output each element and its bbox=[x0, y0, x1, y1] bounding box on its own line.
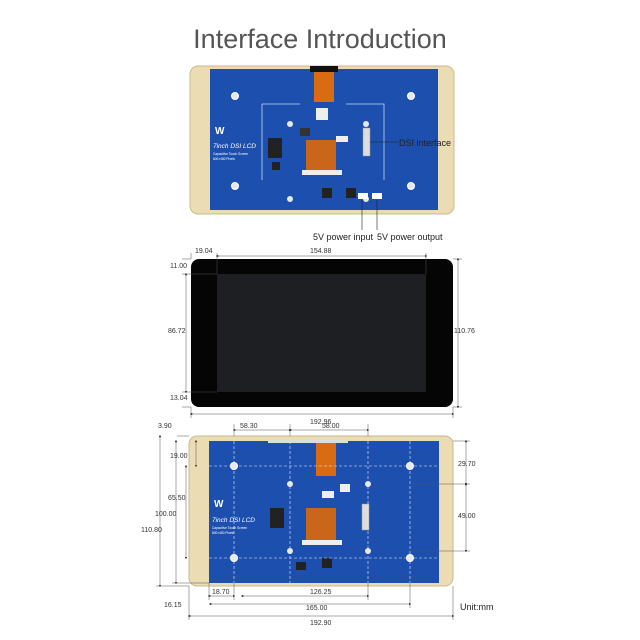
dim-back-span-165: 165.00 bbox=[306, 605, 328, 612]
dim-front-width-active: 154.88 bbox=[310, 248, 332, 255]
dsi-connector bbox=[361, 503, 370, 531]
dim-back-height-total: 110.80 bbox=[141, 527, 162, 534]
chip bbox=[340, 484, 350, 492]
dim-front-height-total: 110.76 bbox=[454, 328, 475, 335]
label-power-input: 5V power input bbox=[313, 232, 374, 242]
logo-mark: W bbox=[215, 126, 225, 137]
chip bbox=[346, 188, 356, 198]
chip bbox=[322, 491, 334, 498]
silk-line2: 800×480 Pixels bbox=[213, 157, 235, 161]
front-dimensions bbox=[182, 253, 462, 418]
fpc-cable bbox=[316, 440, 336, 476]
silkscreen-outline bbox=[261, 103, 385, 180]
mount-hole bbox=[231, 182, 239, 190]
page-title: Interface Introduction bbox=[193, 24, 447, 54]
mount-hole bbox=[407, 182, 415, 190]
chip bbox=[272, 162, 280, 170]
fpc-connector bbox=[268, 440, 348, 443]
chip bbox=[300, 128, 310, 136]
board-bottom: W 7inch DSI LCD Capacitive Touch Screen … bbox=[188, 435, 454, 587]
fpc-cable bbox=[306, 140, 336, 170]
front-screen bbox=[191, 259, 453, 407]
mount-hole bbox=[287, 121, 293, 127]
chip bbox=[268, 138, 282, 158]
ribbon-connector bbox=[302, 170, 342, 175]
silk-line2: 800×480 Pixels bbox=[212, 531, 234, 535]
dim-front-height-active: 86.72 bbox=[168, 328, 186, 335]
power-pins bbox=[372, 193, 382, 199]
dim-back-left-edge: 3.90 bbox=[158, 423, 172, 430]
ribbon-connector bbox=[302, 540, 342, 545]
label-power-output: 5V power output bbox=[377, 232, 443, 242]
dim-back-span-126: 126.25 bbox=[310, 589, 332, 596]
screen-active-area bbox=[217, 274, 426, 392]
power-pins bbox=[358, 193, 368, 199]
chip bbox=[270, 508, 284, 528]
dsi-connector bbox=[362, 127, 371, 157]
mount-hole bbox=[363, 121, 369, 127]
board-top: W 7inch DSI LCD Capacitive Touch Screen … bbox=[189, 65, 455, 215]
chip bbox=[336, 136, 348, 142]
mount-hole bbox=[287, 196, 293, 202]
dim-back-right-mid: 49.00 bbox=[458, 513, 476, 520]
mount-hole bbox=[231, 92, 239, 100]
logo-mark: W bbox=[214, 499, 224, 510]
mount-hole bbox=[407, 92, 415, 100]
chip bbox=[322, 188, 332, 198]
dim-back-hole-a: 58.30 bbox=[240, 423, 258, 430]
dim-back-right-top: 29.70 bbox=[458, 461, 476, 468]
fpc-cable bbox=[314, 68, 334, 102]
silk-product: 7inch DSI LCD bbox=[213, 143, 256, 150]
guide-lines bbox=[209, 441, 439, 583]
dim-back-left-offset: 16.15 bbox=[164, 602, 182, 609]
dim-front-left-margin: 19.04 bbox=[195, 248, 213, 255]
chip bbox=[296, 562, 306, 570]
dim-back-width-total: 192.90 bbox=[310, 620, 332, 627]
unit-label: Unit:mm bbox=[460, 602, 494, 612]
dim-back-hole-b: 58.00 bbox=[322, 423, 340, 430]
chip bbox=[322, 558, 332, 568]
chip bbox=[316, 108, 328, 120]
silk-line1: Capacitive Touch Screen bbox=[213, 152, 248, 156]
dim-front-bottom-margin: 13.04 bbox=[170, 395, 188, 402]
dim-back-left-inner: 18.70 bbox=[212, 589, 230, 596]
dim-back-height-inner: 100.00 bbox=[155, 511, 177, 518]
back-dimensions bbox=[156, 424, 470, 620]
fpc-connector bbox=[310, 66, 338, 72]
dim-back-hole-height: 65.50 bbox=[168, 495, 186, 502]
dim-front-width-total: 192.96 bbox=[310, 419, 332, 426]
dim-front-top-margin: 11.00 bbox=[170, 263, 187, 270]
fpc-cable bbox=[306, 508, 336, 540]
dim-back-top-offset: 19.00 bbox=[170, 453, 188, 460]
silk-product: 7inch DSI LCD bbox=[212, 517, 255, 524]
label-dsi-interface: DSI interface bbox=[399, 138, 451, 148]
silk-line1: Capacitive Touch Screen bbox=[212, 526, 247, 530]
